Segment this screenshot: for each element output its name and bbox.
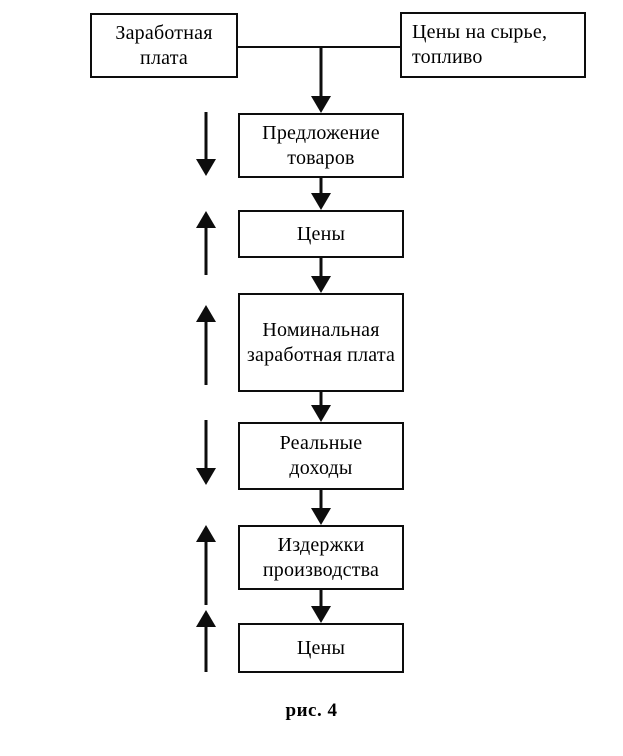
arrow-shaft [204,420,208,471]
arrow-head-down-icon [196,159,216,176]
figure-caption: рис. 4 [285,700,338,721]
node-prices-first: Цены [238,210,404,258]
arrow-shaft [204,112,208,162]
node-wages: Заработная плата [90,13,238,78]
arrow-junction-to-supply [311,46,331,113]
node-raw-material-prices-label: Цены на сырье, топливо [412,21,548,68]
arrow-head-down-icon [311,405,331,422]
arrow-head-down-icon [311,276,331,293]
arrow-shaft [319,490,323,511]
node-supply-of-goods: Предложение товаров [238,113,404,178]
arrow-shaft [204,319,208,385]
arrow-production-cost-to-prices-second [311,590,331,623]
arrow-prices-first-to-nominal-wage [311,258,331,293]
arrow-head-up-icon [196,305,216,322]
arrow-head-down-icon [311,508,331,525]
arrow-supply-to-prices-first [311,178,331,210]
arrow-feedback-up-production-cost [196,525,216,605]
node-supply-of-goods-label: Предложение товаров [262,121,380,169]
arrow-shaft [204,624,208,672]
node-raw-material-prices: Цены на сырье, топливо [400,12,586,78]
arrow-head-up-icon [196,610,216,627]
arrow-shaft [204,225,208,275]
node-production-cost-label: Издержки производства [262,533,380,581]
connector-raw-prices-to-junction [320,46,400,48]
connector-wages-to-junction [238,46,323,48]
arrow-head-up-icon [196,211,216,228]
node-nominal-wage-label: Номинальная заработная плата [246,318,396,366]
arrow-shaft [319,258,323,279]
arrow-feedback-down-real-income [196,420,216,485]
node-prices-first-label: Цены [296,222,346,245]
node-production-cost: Издержки производства [238,525,404,590]
arrow-head-down-icon [311,96,331,113]
arrow-feedback-up-nominal-wage [196,305,216,385]
arrow-feedback-up-prices-first [196,211,216,275]
arrow-feedback-up-prices-second [196,610,216,672]
arrow-shaft [204,539,208,605]
arrow-shaft [319,46,323,99]
node-real-income: Реальные доходы [238,422,404,490]
node-prices-second: Цены [238,623,404,673]
arrow-real-income-to-production-cost [311,490,331,525]
node-real-income-label: Реальные доходы [279,432,363,479]
arrow-head-down-icon [196,468,216,485]
node-wages-label: Заработная плата [115,21,213,69]
arrow-nominal-wage-to-real-income [311,392,331,422]
arrow-feedback-down-supply [196,112,216,176]
arrow-shaft [319,392,323,408]
node-nominal-wage: Номинальная заработная плата [238,293,404,392]
arrow-head-down-icon [311,193,331,210]
arrow-head-up-icon [196,525,216,542]
node-prices-second-label: Цены [296,636,346,659]
arrow-shaft [319,178,323,196]
arrow-head-down-icon [311,606,331,623]
arrow-shaft [319,590,323,609]
